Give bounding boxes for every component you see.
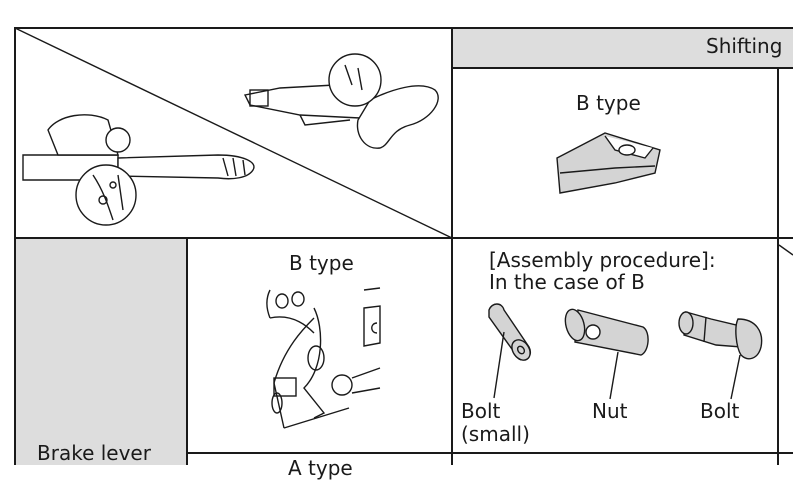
a-type-label: A type bbox=[288, 456, 353, 480]
b-type-bracket-illustration bbox=[556, 132, 661, 194]
divider-header bbox=[452, 67, 793, 69]
shifting-header-cell bbox=[452, 28, 793, 68]
bolt-illustration bbox=[678, 311, 763, 400]
brake-lever-label-cell bbox=[15, 239, 187, 465]
b-type-lever-illustration bbox=[266, 287, 381, 429]
assembly-title-line2: In the case of B bbox=[489, 270, 645, 294]
part-nut-label: Nut bbox=[592, 399, 628, 423]
part-bolt-small-label-2: (small) bbox=[461, 422, 530, 446]
shifter-illustration bbox=[243, 53, 439, 149]
diagonal-divider bbox=[14, 27, 793, 256]
brake-lever-illustration bbox=[22, 114, 255, 226]
brake-lever-label: Brake lever bbox=[37, 441, 151, 465]
nut-illustration bbox=[564, 308, 649, 400]
part-bolt-label: Bolt bbox=[700, 399, 740, 423]
divider-row-1 bbox=[14, 237, 793, 239]
table-border-left bbox=[14, 27, 16, 465]
divider-row-2 bbox=[187, 452, 793, 454]
brake-b-type-label: B type bbox=[289, 251, 354, 275]
divider-col-1 bbox=[451, 27, 453, 465]
shifting-header: Shifting bbox=[706, 34, 783, 58]
top-b-type-label: B type bbox=[576, 91, 641, 115]
divider-col-right bbox=[777, 68, 779, 465]
bolt-small-illustration bbox=[488, 303, 531, 399]
divider-brake-col bbox=[186, 238, 188, 465]
assembly-title-line1: [Assembly procedure]: bbox=[489, 248, 716, 272]
part-bolt-small-label-1: Bolt bbox=[461, 399, 501, 423]
table-border-top bbox=[14, 27, 793, 29]
